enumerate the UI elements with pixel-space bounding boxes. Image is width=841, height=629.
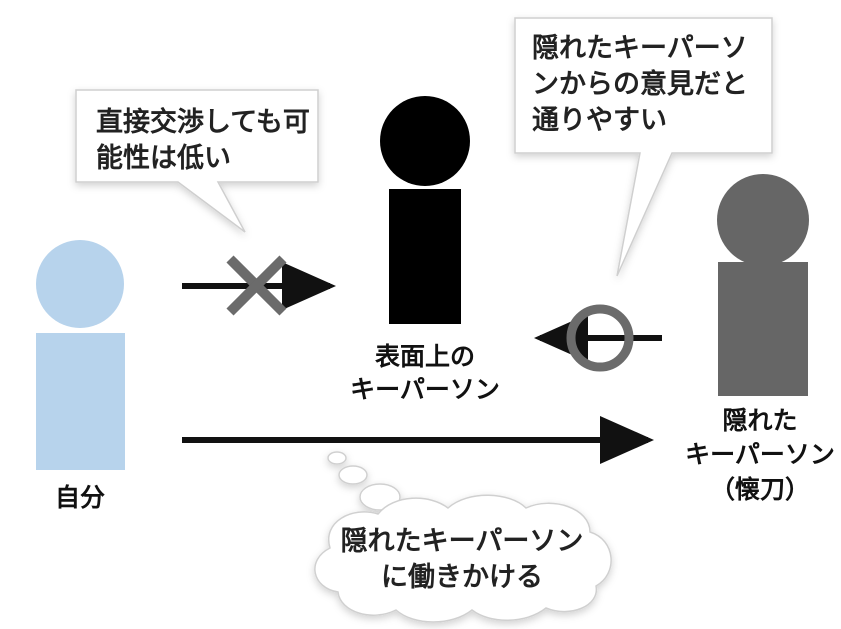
x-mark-icon: [226, 255, 287, 316]
speech-bubble-hidden-opinion-line-3: 通りやすい: [532, 105, 667, 136]
thought-bubble-cloud: [314, 494, 612, 623]
thought-bubble-line-1: 隠れたキーパーソン: [341, 526, 584, 557]
circle-mark-icon: [566, 304, 634, 372]
person-surface-head: [380, 96, 470, 186]
thought-bubble-line-2: に働きかける: [381, 562, 543, 593]
speech-bubble-direct-line-2: 能性は低い: [96, 142, 231, 174]
person-self-figure: [36, 240, 125, 470]
thought-bubble-dot-medium: [338, 465, 368, 485]
speech-bubble-hidden-opinion: [514, 17, 773, 277]
person-surface-body: [389, 189, 461, 324]
person-hidden-figure: [717, 174, 809, 396]
person-self-body: [36, 333, 125, 470]
thought-bubble-dot-small: [327, 451, 347, 465]
person-hidden-head: [717, 174, 809, 266]
person-hidden-body: [718, 262, 808, 396]
thought-bubble: [314, 451, 612, 623]
speech-bubble-direct-line-1: 直接交渉しても可: [96, 106, 310, 138]
person-self-label: 自分: [55, 483, 105, 512]
person-self-head: [36, 240, 124, 328]
person-hidden-label-line-3: （懐刀）: [710, 475, 810, 504]
person-hidden-label-line-2: キーパーソン: [685, 440, 835, 469]
person-surface-label-line-2: キーパーソン: [350, 375, 500, 404]
person-hidden-label-line-1: 隠れた: [722, 406, 797, 435]
person-surface-label-line-1: 表面上の: [375, 342, 475, 371]
speech-bubble-direct: [75, 89, 319, 233]
speech-bubble-hidden-opinion-line-1: 隠れたキーパーソ: [532, 33, 748, 64]
speech-bubble-hidden-opinion-line-2: ンからの意見だと: [532, 68, 748, 100]
person-surface-figure: [380, 96, 470, 324]
